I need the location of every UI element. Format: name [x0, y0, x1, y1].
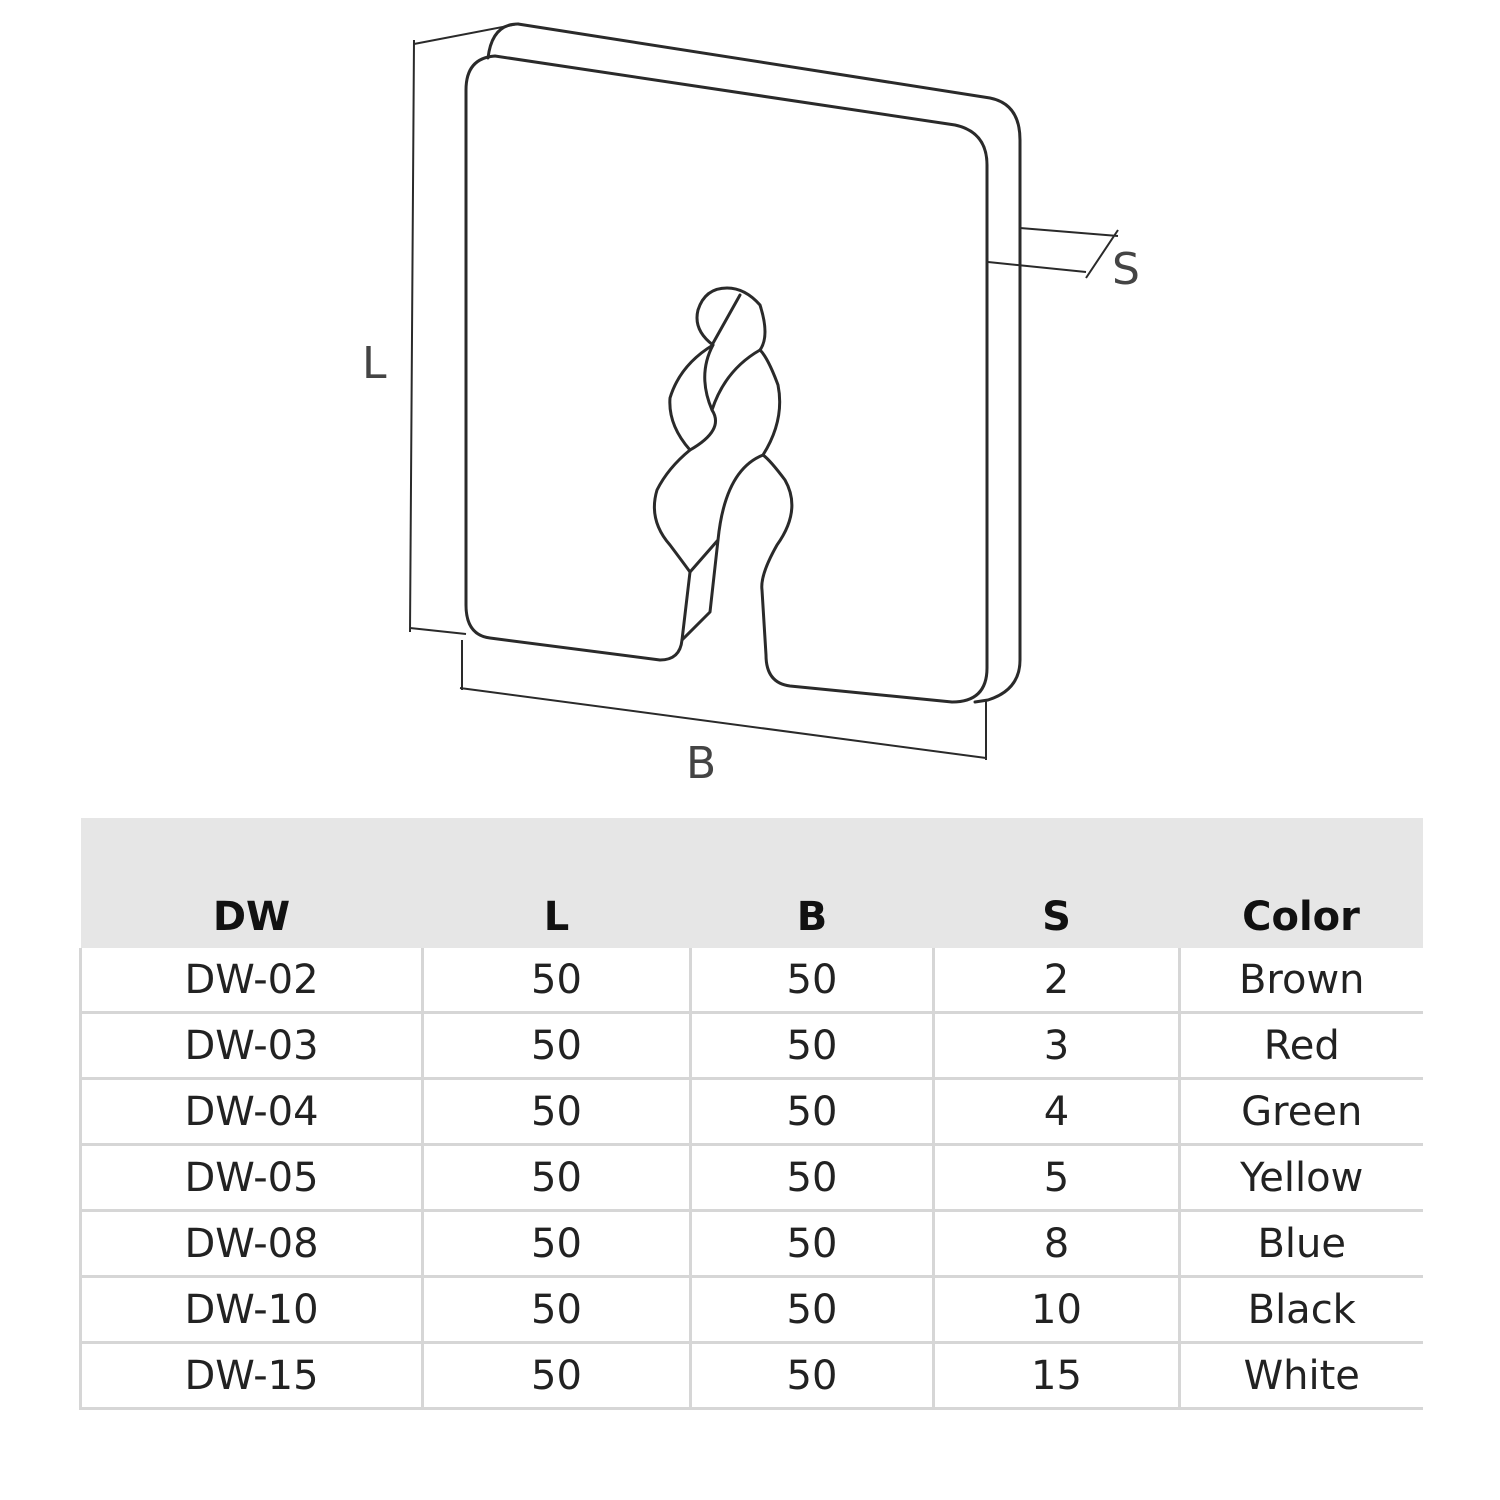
cell-b: 50: [689, 1210, 934, 1278]
cell-b: 50: [689, 1012, 934, 1080]
spec-table: DW L B S Color DW-02 50 50 2 Brown DW-03…: [79, 818, 1423, 1410]
label-length: L: [362, 338, 387, 389]
cell-s: 15: [932, 1342, 1180, 1410]
wedge-front-face: [464, 54, 989, 704]
header-color: Color: [1179, 818, 1423, 948]
cell-dw: DW-10: [79, 1276, 423, 1344]
cell-dw: DW-02: [79, 948, 423, 1014]
cell-color: Brown: [1178, 948, 1423, 1014]
table-row: DW-03 50 50 3 Red: [79, 1012, 1423, 1080]
wedge-back-face: [516, 22, 1022, 704]
header-b: B: [690, 818, 934, 948]
cell-l: 50: [421, 1144, 691, 1212]
dimension-line-length: [409, 23, 519, 635]
cell-s: 10: [932, 1276, 1180, 1344]
cell-b: 50: [689, 1078, 934, 1146]
table-row: DW-08 50 50 8 Blue: [79, 1210, 1423, 1278]
cell-dw: DW-05: [79, 1144, 423, 1212]
cell-s: 8: [932, 1210, 1180, 1278]
cell-color: White: [1178, 1342, 1423, 1410]
cell-l: 50: [421, 1276, 691, 1344]
cell-s: 3: [932, 1012, 1180, 1080]
cell-color: Red: [1178, 1012, 1423, 1080]
table-header-row: DW L B S Color: [80, 818, 1423, 948]
cell-l: 50: [421, 948, 691, 1014]
table-row: DW-04 50 50 4 Green: [79, 1078, 1423, 1146]
table-row: DW-10 50 50 10 Black: [79, 1276, 1423, 1344]
cell-l: 50: [421, 1078, 691, 1146]
table-row: DW-02 50 50 2 Brown: [79, 948, 1423, 1014]
label-thickness: S: [1112, 244, 1140, 295]
header-dw: DW: [80, 818, 423, 948]
cell-b: 50: [689, 1342, 934, 1410]
dimension-line-thickness: [987, 227, 1119, 279]
cell-color: Yellow: [1178, 1144, 1423, 1212]
cell-b: 50: [689, 948, 934, 1014]
cell-s: 2: [932, 948, 1180, 1014]
cell-dw: DW-04: [79, 1078, 423, 1146]
cell-dw: DW-03: [79, 1012, 423, 1080]
label-width: B: [686, 738, 716, 789]
table-row: DW-05 50 50 5 Yellow: [79, 1144, 1423, 1212]
cell-s: 4: [932, 1078, 1180, 1146]
cell-l: 50: [421, 1342, 691, 1410]
cell-l: 50: [421, 1210, 691, 1278]
cell-s: 5: [932, 1144, 1180, 1212]
cell-b: 50: [689, 1144, 934, 1212]
cell-l: 50: [421, 1012, 691, 1080]
cell-dw: DW-15: [79, 1342, 423, 1410]
dimension-line-width: [459, 640, 987, 760]
slot-twist-lines: [680, 293, 765, 642]
wedge-diagram: L B S: [362, 22, 1140, 789]
cell-color: Green: [1178, 1078, 1423, 1146]
cell-color: Blue: [1178, 1210, 1423, 1278]
cell-color: Black: [1178, 1276, 1423, 1344]
cell-dw: DW-08: [79, 1210, 423, 1278]
table-row: DW-15 50 50 15 White: [79, 1342, 1423, 1410]
cell-b: 50: [689, 1276, 934, 1344]
header-s: S: [933, 818, 1180, 948]
header-l: L: [422, 818, 691, 948]
